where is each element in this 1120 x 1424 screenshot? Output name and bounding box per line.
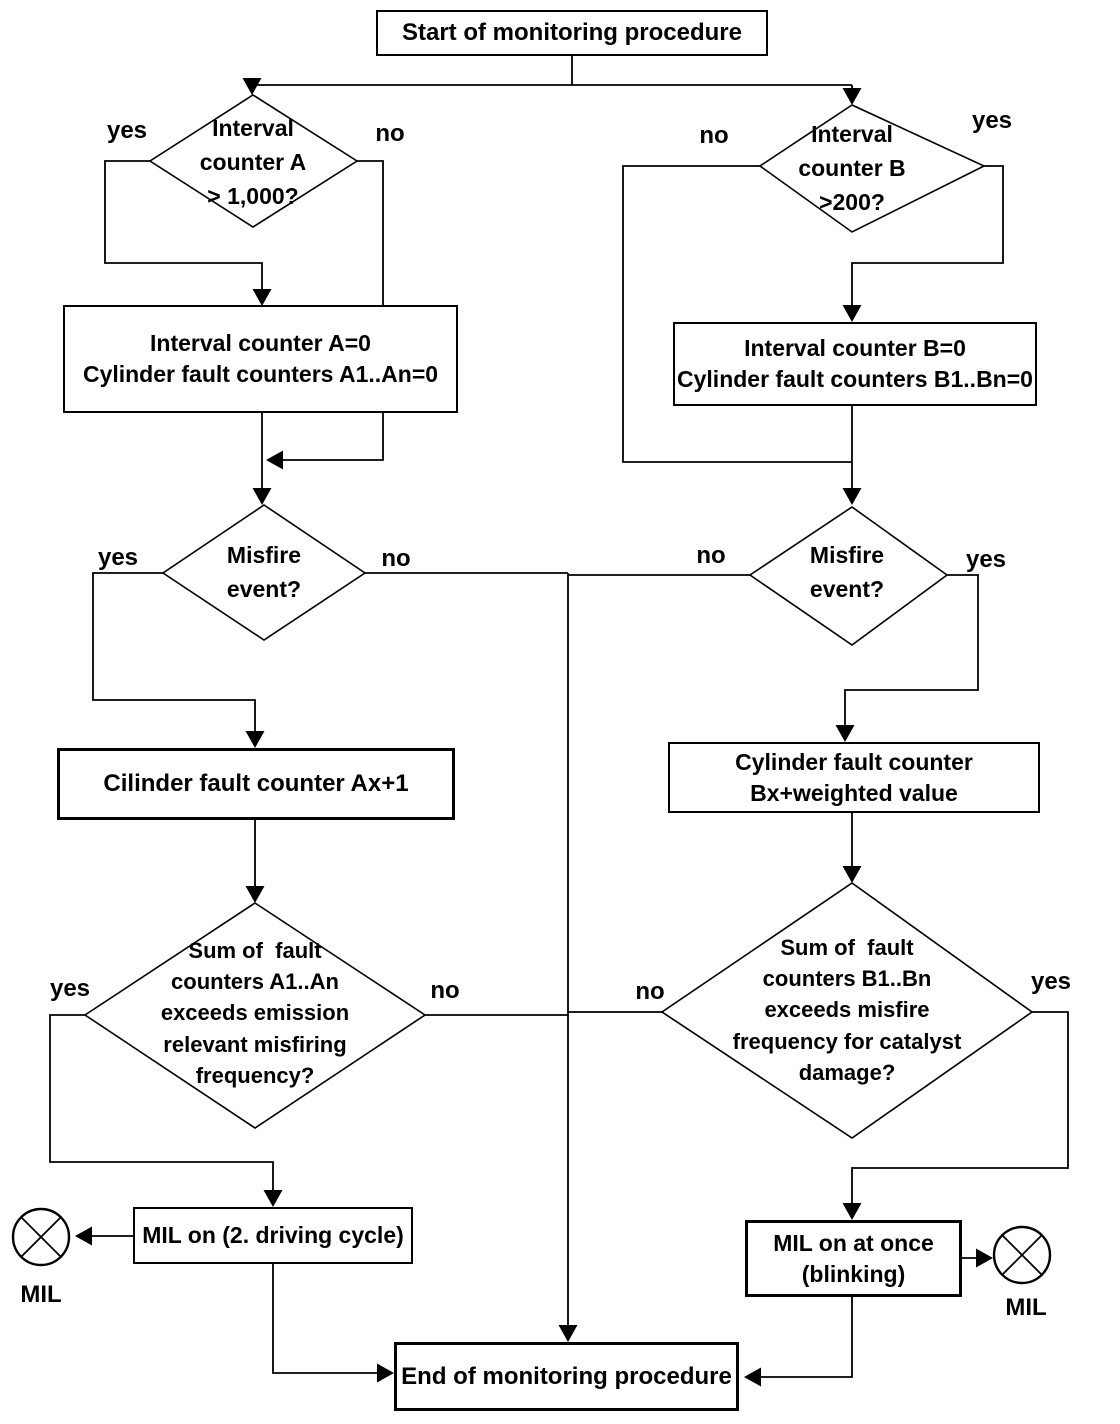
mil-b-node: MIL on at once (blinking): [745, 1220, 962, 1297]
mil-a-label: MIL on (2. driving cycle): [142, 1222, 404, 1249]
sum-b-diamond: [660, 882, 1034, 1139]
edge-label-sum-a-no: no: [430, 977, 460, 1004]
mil-lamp-a-caption: MIL: [20, 1281, 62, 1308]
edge-label-misfire-b-no: no: [696, 542, 726, 569]
interval-a-diamond: [148, 94, 359, 228]
mil-b-label: MIL on at once (blinking): [773, 1229, 934, 1287]
arrowheads: [75, 78, 993, 1387]
increment-a-node: Cilinder fault counter Ax+1: [57, 748, 455, 820]
edge-label-sum-a-yes: yes: [49, 975, 91, 1002]
misfire-a-diamond: [161, 504, 367, 641]
edge-label-misfire-b-yes: yes: [965, 546, 1007, 573]
mil-lamp-b-caption: MIL: [1005, 1294, 1047, 1321]
interval-b-diamond: [758, 104, 986, 233]
mil-a-node: MIL on (2. driving cycle): [133, 1207, 413, 1264]
edge-label-interval-b-no: no: [699, 122, 729, 149]
mil-lamp-b-icon: [992, 1225, 1052, 1285]
mil-lamp-a-icon: [11, 1207, 71, 1267]
reset-b-label: Interval counter B=0 Cylinder fault coun…: [677, 335, 1033, 392]
increment-b-node: Cylinder fault counter Bx+weighted value: [668, 742, 1040, 813]
edge-label-sum-b-yes: yes: [1030, 968, 1072, 995]
reset-b-node: Interval counter B=0 Cylinder fault coun…: [673, 322, 1037, 406]
edge-label-interval-a-yes: yes: [106, 117, 148, 144]
increment-b-label: Cylinder fault counter Bx+weighted value: [735, 748, 973, 806]
edge-label-interval-a-no: no: [375, 120, 405, 147]
edge-label-interval-b-yes: yes: [971, 107, 1013, 134]
start-node: Start of monitoring procedure: [376, 10, 768, 56]
end-node: End of monitoring procedure: [394, 1342, 739, 1411]
start-label: Start of monitoring procedure: [401, 19, 742, 46]
end-label: End of monitoring procedure: [401, 1362, 732, 1390]
edge-label-misfire-a-yes: yes: [97, 544, 139, 571]
increment-a-label: Cilinder fault counter Ax+1: [103, 770, 409, 797]
edge-label-sum-b-no: no: [635, 978, 665, 1005]
reset-a-label: Interval counter A=0 Cylinder fault coun…: [82, 330, 439, 387]
flow-lines: [49, 55, 1069, 1378]
misfire-b-diamond: [748, 506, 949, 646]
reset-a-node: Interval counter A=0 Cylinder fault coun…: [63, 305, 458, 413]
sum-a-diamond: [83, 902, 427, 1129]
edge-label-misfire-a-no: no: [381, 545, 411, 572]
